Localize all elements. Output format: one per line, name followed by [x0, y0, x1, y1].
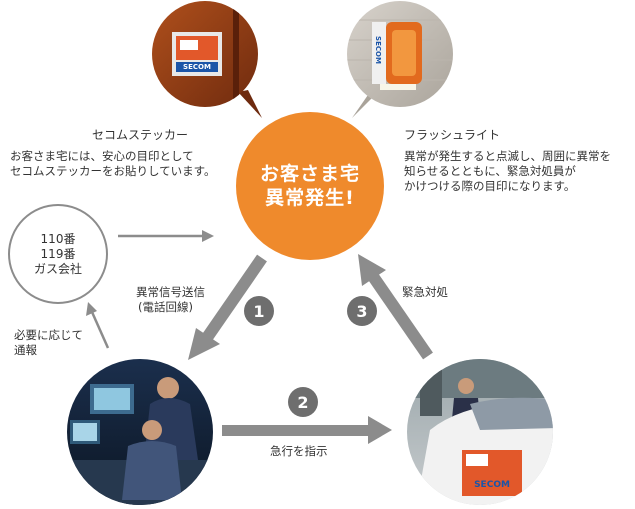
- sticker-photo: [152, 1, 262, 118]
- flashlight-desc-line3: かけつける際の目印になります。: [404, 179, 576, 193]
- notify-label-line1: 必要に応じて: [14, 328, 83, 342]
- emergency-line3: ガス会社: [33, 261, 82, 276]
- flashlight-desc-line2: 知らせるとともに、緊急対処員が: [404, 164, 576, 178]
- control-center-photo: [67, 359, 213, 505]
- sticker-desc-line1: お客さま宅には、安心の目印として: [10, 149, 194, 163]
- flashlight-title: フラッシュライト: [404, 128, 501, 142]
- sticker-desc-line2: セコムステッカーをお貼りしています。: [10, 164, 216, 178]
- response-label: 緊急対処: [402, 285, 448, 299]
- response-car-photo: [407, 359, 553, 505]
- step-2-badge: 2: [288, 387, 318, 417]
- incident-line2: 異常発生!: [265, 187, 355, 209]
- dispatch-label: 急行を指示: [270, 444, 328, 458]
- signal-label-line1: 異常信号送信: [136, 285, 205, 299]
- emergency-services-circle: 110番 119番 ガス会社: [8, 204, 108, 304]
- flashlight-logo: SECOM: [374, 36, 382, 64]
- incident-circle: お客さま宅 異常発生!: [236, 112, 384, 260]
- flashlight-desc-line1: 異常が発生すると点滅し、周囲に異常を: [404, 149, 611, 163]
- sticker-title: セコムステッカー: [92, 128, 189, 142]
- car-logo: SECOM: [474, 480, 510, 490]
- incident-line1: お客さま宅: [259, 163, 360, 185]
- step-3-badge: 3: [347, 296, 377, 326]
- notify-label-line2: 通報: [14, 343, 37, 357]
- signal-label-line2: (電話回線): [138, 300, 193, 314]
- step-1-badge: 1: [244, 296, 274, 326]
- emergency-line1: 110番: [40, 231, 76, 246]
- flow-arrows: [86, 230, 433, 444]
- emergency-line2: 119番: [40, 246, 76, 261]
- flashlight-photo: [347, 1, 453, 118]
- sticker-logo: SECOM: [183, 63, 211, 71]
